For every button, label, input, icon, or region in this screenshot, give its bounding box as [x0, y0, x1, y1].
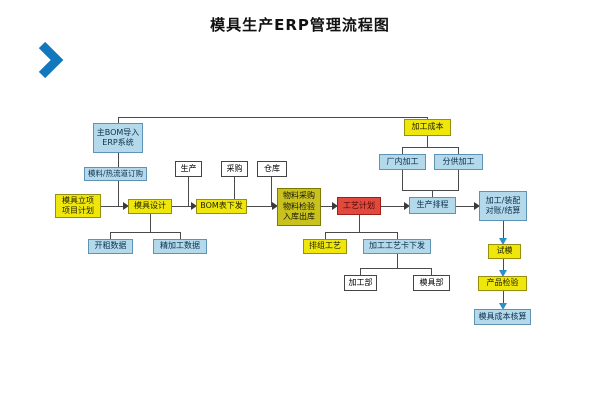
connector-line	[397, 254, 398, 268]
connector-line	[360, 268, 432, 269]
connector-line	[402, 147, 459, 148]
page-title: 模具生产ERP管理流程图	[210, 16, 390, 34]
node-mold-design: 模具设计	[128, 199, 172, 214]
node-cost-accounting: 模具成本核算	[474, 309, 531, 325]
connector-line	[325, 232, 398, 233]
connector-line	[118, 181, 119, 206]
arrow-right-icon	[474, 202, 480, 210]
node-dept-purchase: 采购	[221, 161, 248, 177]
arrow-down-icon	[499, 303, 507, 310]
arrow-right-icon	[332, 202, 338, 210]
connector-line	[503, 259, 504, 271]
connector-line	[402, 147, 403, 155]
connector-line	[427, 136, 428, 147]
connector-line	[431, 268, 432, 276]
connector-line	[456, 206, 474, 207]
node-processing-settlement: 加工/装配 对账/结算	[479, 191, 527, 221]
connector-line	[234, 177, 235, 199]
blue-chevron-icon	[38, 41, 64, 79]
connector-line	[503, 221, 504, 239]
connector-line	[180, 232, 181, 240]
connector-line	[172, 206, 191, 207]
connector-line	[150, 214, 151, 232]
connector-line	[110, 232, 181, 233]
arrow-down-icon	[499, 270, 507, 277]
arrow-right-icon	[191, 202, 197, 210]
arrow-down-icon	[499, 238, 507, 245]
node-dept-warehouse: 仓库	[257, 161, 287, 177]
arrow-right-icon	[404, 202, 410, 210]
node-production-schedule: 生产排程	[409, 197, 456, 214]
node-outsourced-processing: 分供加工	[434, 154, 483, 170]
connector-line	[321, 206, 332, 207]
connector-line	[397, 232, 398, 240]
connector-line	[118, 117, 428, 118]
connector-line	[402, 170, 403, 191]
node-dept-production: 生产	[175, 161, 202, 177]
connector-line	[118, 152, 119, 167]
node-dept-mold: 模具部	[413, 275, 450, 291]
node-material-flow: 物料采购 物料检验 入库出库	[277, 188, 321, 226]
node-inhouse-processing: 厂内加工	[379, 154, 426, 170]
connector-line	[458, 147, 459, 155]
node-processing-cost: 加工成本	[404, 119, 451, 136]
connector-line	[325, 232, 326, 240]
connector-line	[432, 190, 433, 198]
node-material-order: 模料/热流道订购	[84, 167, 147, 181]
arrow-right-icon	[272, 202, 278, 210]
node-finishing-data: 精加工数据	[153, 239, 207, 254]
connector-line	[458, 170, 459, 191]
node-process-card-release: 加工工艺卡下发	[363, 239, 431, 254]
connector-line	[360, 268, 361, 276]
node-process-plan: 工艺计划	[337, 197, 381, 215]
node-process-arrangement: 排组工艺	[303, 239, 347, 254]
node-bom-release: BOM表下发	[196, 199, 247, 214]
node-roughing-data: 开粗数据	[88, 239, 133, 254]
node-dept-processing: 加工部	[344, 275, 377, 291]
node-project-plan: 模具立项 项目计划	[55, 194, 101, 218]
connector-line	[503, 291, 504, 304]
node-trial-mold: 试模	[488, 244, 521, 259]
connector-line	[381, 206, 404, 207]
connector-line	[247, 206, 272, 207]
connector-line	[427, 117, 428, 120]
node-product-inspection: 产品检验	[478, 276, 527, 291]
connector-line	[118, 117, 119, 123]
connector-line	[188, 177, 189, 206]
connector-line	[271, 177, 272, 206]
connector-line	[101, 206, 123, 207]
arrow-right-icon	[123, 202, 129, 210]
node-bom-import: 主BOM导入 ERP系统	[93, 123, 143, 153]
connector-line	[110, 232, 111, 240]
connector-line	[402, 190, 459, 191]
connector-line	[359, 215, 360, 232]
